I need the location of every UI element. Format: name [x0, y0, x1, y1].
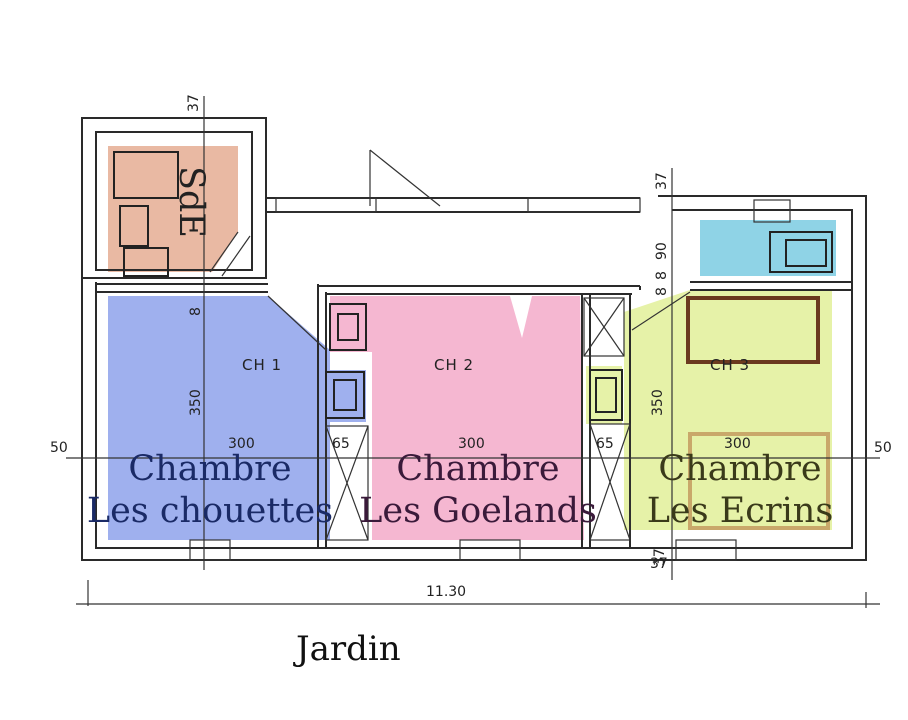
room-ch3-height: 350	[650, 389, 666, 416]
ch1-closet-fill	[322, 370, 366, 422]
dimension-lines	[66, 96, 880, 608]
dim-right-margin: 50	[874, 440, 892, 456]
fixtures	[113, 151, 833, 421]
dim-bottom-right-2: 37	[650, 556, 668, 572]
dim-right-top-2: 8	[654, 271, 670, 280]
room-ch2-name-line2: Les Goelands	[359, 491, 597, 531]
bath-ch3-fill	[700, 220, 836, 276]
room-ch1-code: CH 1	[242, 356, 282, 374]
room-ch1-name-line1: Chambre	[128, 449, 291, 489]
room-ch1-width: 300	[228, 436, 255, 452]
room-ch2-fill	[330, 296, 584, 540]
dim-right-top-3: 8	[654, 287, 670, 296]
dim-right-top-1: 90	[654, 242, 670, 260]
room-ch2-name-line1: Chambre	[396, 449, 559, 489]
room-ch1-fill	[108, 296, 330, 540]
room-ch3-name-line1: Chambre	[658, 449, 821, 489]
dim-top-right: 37	[654, 172, 670, 190]
room-ch3-code: CH 3	[710, 356, 750, 374]
room-ch1-height: 350	[188, 389, 204, 416]
closets	[325, 297, 631, 541]
room-sde-fill	[108, 146, 238, 272]
outside-label: Jardin	[293, 629, 401, 669]
room-sde-label: SdE	[171, 166, 211, 238]
room-ch3-width: 300	[724, 436, 751, 452]
dim-top-sde: 37	[186, 94, 202, 112]
room-ch2-width: 300	[458, 436, 485, 452]
dim-closet-1: 65	[332, 436, 350, 452]
dim-closet-2: 65	[596, 436, 614, 452]
dim-total-length: 11.30	[426, 584, 466, 600]
room-ch3-name-line2: Les Ecrins	[647, 491, 834, 531]
dim-bottom-right-1: 37	[652, 548, 668, 566]
room-ch1-name-line2: Les chouettes	[87, 491, 333, 531]
dim-left-margin: 50	[50, 440, 68, 456]
room-ch3-fill	[624, 290, 832, 530]
ch3-bed-light	[688, 432, 830, 530]
ch3-bed-dark	[686, 296, 820, 364]
room-ch1-top-dim: 8	[188, 307, 204, 316]
room-ch2-code: CH 2	[434, 356, 474, 374]
